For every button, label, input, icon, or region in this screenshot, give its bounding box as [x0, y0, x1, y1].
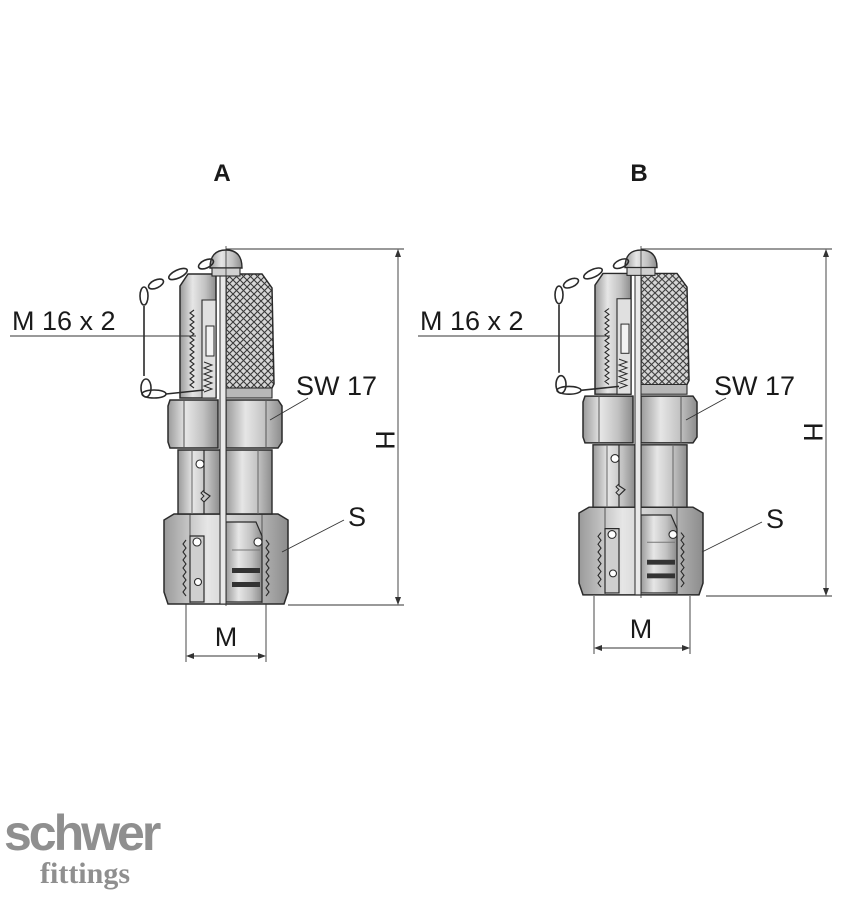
schwer-logo: schwer fittings	[4, 808, 194, 898]
fitting-b-height-label: H	[798, 422, 828, 442]
fitting-b-wrench-label: SW 17	[714, 371, 795, 401]
fitting-a-drawing	[139, 249, 289, 605]
fitting-a-nut-label: S	[348, 502, 366, 532]
logo-main-text: schwer	[4, 805, 161, 861]
fitting-b-bottom-label: M	[630, 614, 653, 644]
fitting-a-nut-leader	[281, 519, 345, 553]
fitting-b-nut-leader	[701, 521, 763, 553]
fitting-b: B H M 16 x 2 SW 17 S M	[418, 160, 832, 654]
fitting-a-height-label: H	[370, 430, 400, 450]
fitting-b-nut-label: S	[766, 504, 784, 534]
fitting-a: A H M 16 x 2 SW 17 S M	[10, 160, 404, 662]
fitting-b-thread-label: M 16 x 2	[420, 306, 524, 336]
fitting-a-title: A	[213, 160, 230, 187]
fitting-a-bottom-label: M	[215, 622, 238, 652]
fitting-b-title: B	[630, 160, 647, 187]
fitting-a-thread-label: M 16 x 2	[12, 306, 116, 336]
logo-sub-text: fittings	[40, 857, 130, 890]
fitting-a-wrench-leader	[269, 397, 309, 421]
fitting-b-drawing	[554, 249, 704, 596]
fitting-b-wrench-leader	[685, 397, 727, 421]
fitting-a-wrench-label: SW 17	[296, 371, 377, 401]
